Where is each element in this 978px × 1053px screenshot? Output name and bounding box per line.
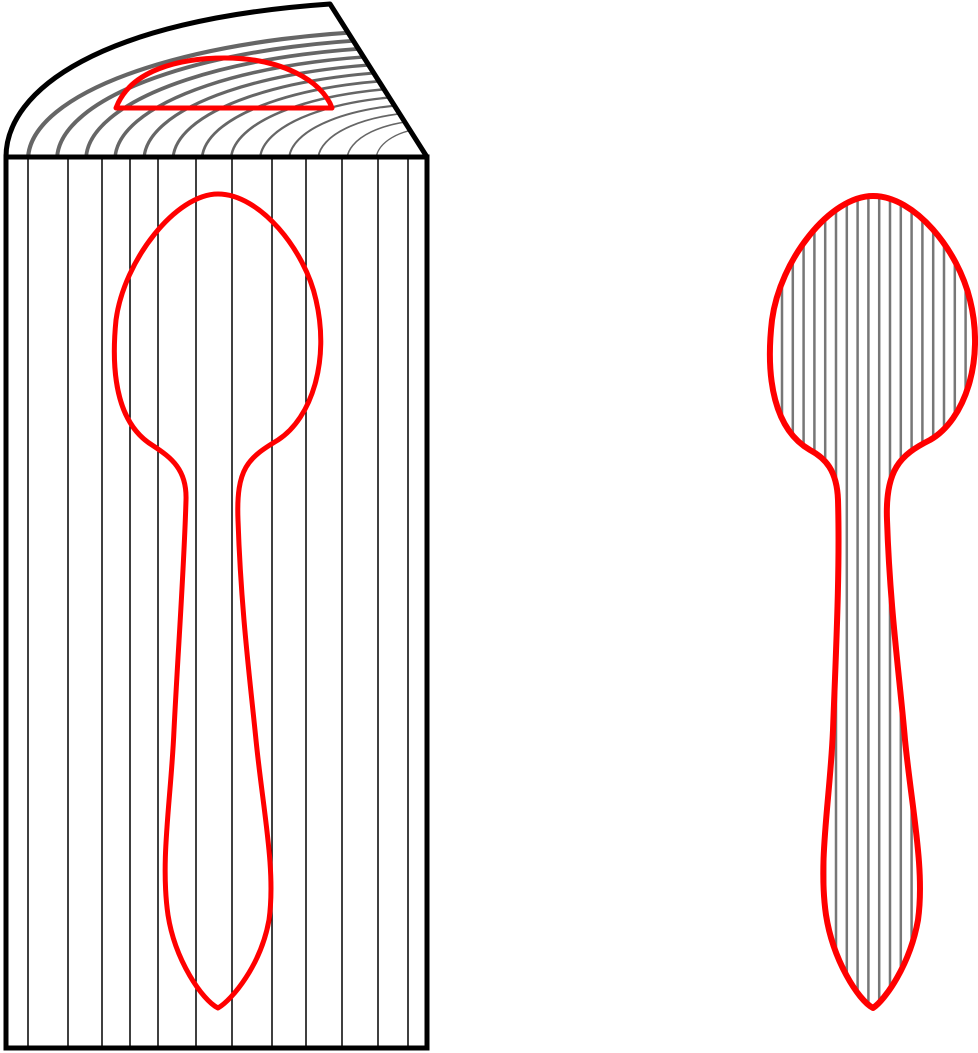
growth-ring (25, 27, 427, 157)
wood-log-block (3, 1, 430, 1051)
carved-spoon (766, 193, 978, 1011)
log-front-outline (3, 154, 430, 1051)
growth-ring (113, 52, 427, 157)
growth-ring (142, 61, 427, 157)
log-end-grain (3, 1, 430, 160)
log-end-grain-outline (3, 1, 430, 160)
log-grain-lines (27, 157, 409, 1048)
log-end-grain-face (6, 4, 427, 157)
carved-spoon-outline (766, 193, 978, 1011)
spoon-outline-on-log-face (111, 191, 324, 1011)
growth-ring (55, 36, 427, 157)
spoon-outline-on-end-grain (113, 55, 335, 111)
growth-ring (84, 44, 427, 157)
log-front-face (6, 157, 427, 1048)
carved-spoon-fill (769, 196, 976, 1008)
